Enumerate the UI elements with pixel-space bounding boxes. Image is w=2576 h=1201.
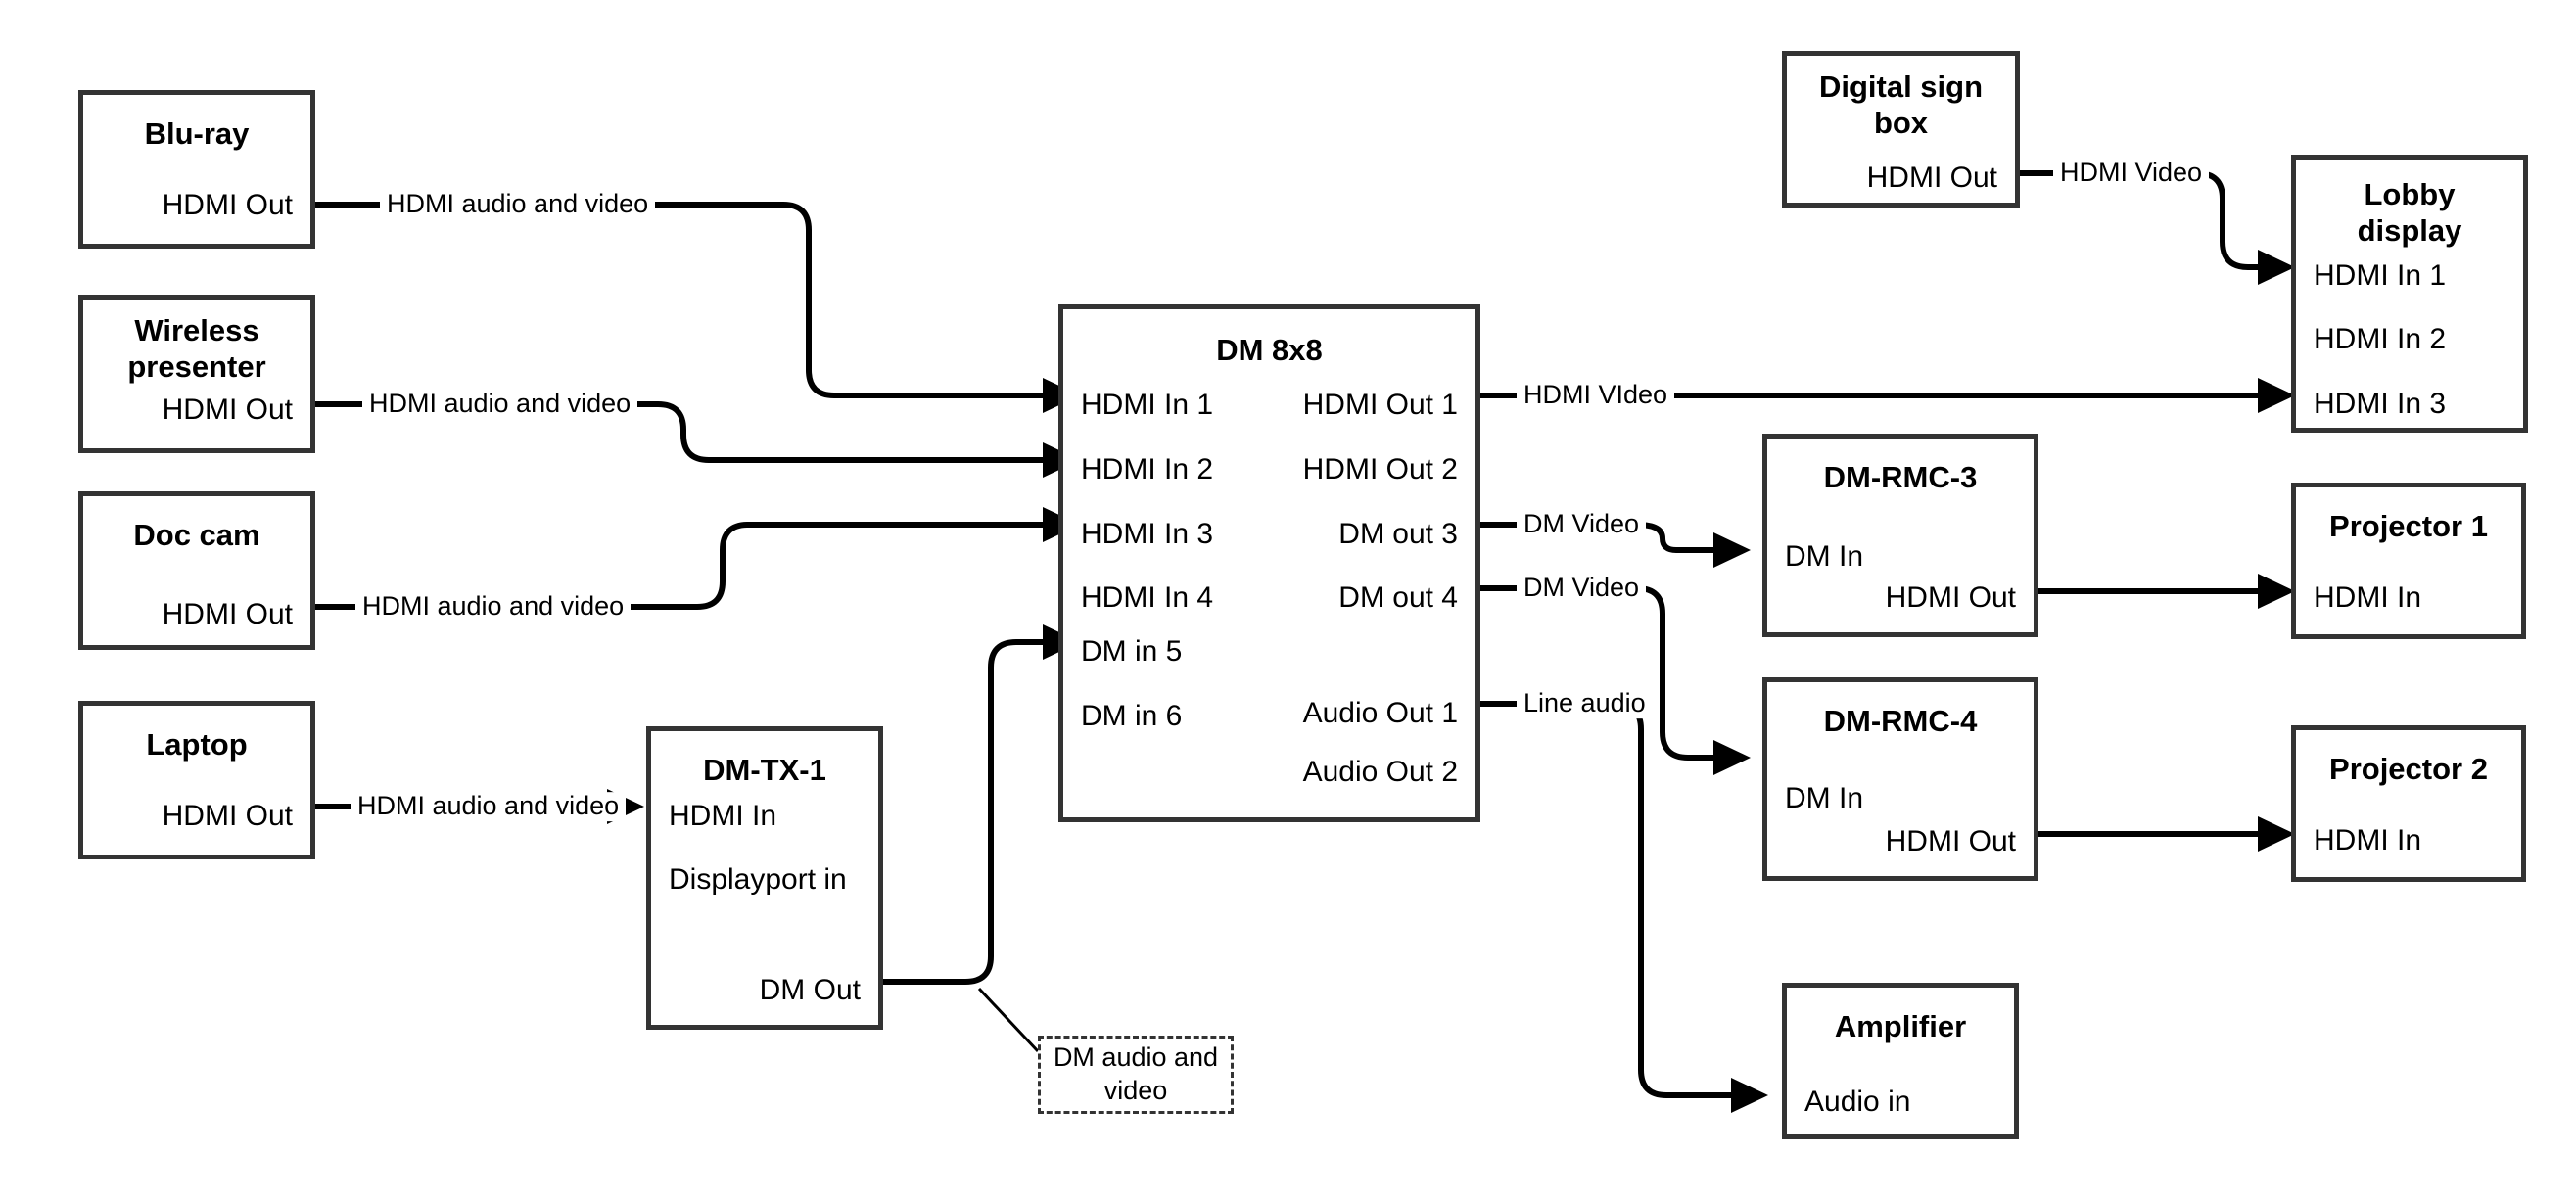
edge-label-dm-audio-amp: Line audio — [1517, 688, 1653, 718]
wire-tx-to-dm-in5 — [883, 639, 1043, 985]
node-doc-cam-title: Doc cam — [133, 518, 260, 552]
port-lobby-display-hdmi-in-3[interactable]: HDMI In 3 — [2314, 388, 2447, 420]
port-digital-sign-box-hdmi-out[interactable]: HDMI Out — [1866, 162, 1997, 194]
node-digital-sign-box-title-line2: box — [1873, 105, 1929, 140]
node-laptop[interactable]: Laptop HDMI Out — [78, 701, 315, 859]
node-wireless-presenter-title-line2: presenter — [127, 348, 266, 384]
wire-dm-out4-to-rmc4 — [1480, 585, 1713, 761]
edge-label-bluray-to-dm: HDMI audio and video — [380, 189, 656, 219]
node-wireless-presenter[interactable]: Wireless presenter HDMI Out — [78, 295, 315, 453]
port-dm-8x8-hdmi-out-1[interactable]: HDMI Out 1 — [1302, 389, 1458, 421]
node-dm-8x8-title: DM 8x8 — [1216, 333, 1323, 367]
port-dm-rmc-3-hdmi-out[interactable]: HDMI Out — [1885, 581, 2016, 614]
edge-label-dm-out1-lobby: HDMI VIdeo — [1517, 380, 1675, 410]
node-amplifier[interactable]: Amplifier Audio in — [1782, 983, 2019, 1139]
port-dm-8x8-dm-in-5[interactable]: DM in 5 — [1081, 635, 1183, 668]
wire-dm-audio-to-amp — [1480, 701, 1731, 1098]
callout-line1: DM audio and — [1053, 1042, 1219, 1073]
port-dm-8x8-hdmi-out-2[interactable]: HDMI Out 2 — [1302, 453, 1458, 485]
node-lobby-display[interactable]: Lobby display HDMI In 1 HDMI In 2 HDMI I… — [2291, 155, 2528, 433]
port-dm-8x8-hdmi-in-2[interactable]: HDMI In 2 — [1081, 453, 1214, 485]
port-dm-8x8-dm-in-6[interactable]: DM in 6 — [1081, 700, 1183, 732]
node-digital-sign-box-title: Digital sign box — [1787, 69, 2015, 141]
wire-bluray-to-dm-in1 — [315, 202, 1043, 398]
port-dm-8x8-dm-out-3[interactable]: DM out 3 — [1338, 518, 1458, 550]
node-wireless-presenter-title-line1: Wireless — [134, 313, 259, 347]
node-lobby-display-title: Lobby display — [2296, 177, 2523, 249]
node-blu-ray[interactable]: Blu-ray HDMI Out — [78, 90, 315, 249]
port-dm-rmc-3-dm-in[interactable]: DM In — [1785, 540, 1864, 573]
edge-label-dm-out4-rmc4: DM Video — [1517, 573, 1647, 603]
port-dm-rmc-4-hdmi-out[interactable]: HDMI Out — [1885, 825, 2016, 857]
node-laptop-title: Laptop — [146, 727, 248, 762]
arrowhead-amp-audio-in — [1731, 1078, 1768, 1113]
node-dm-rmc-4[interactable]: DM-RMC-4 DM In HDMI Out — [1762, 677, 2038, 881]
port-doc-cam-hdmi-out[interactable]: HDMI Out — [162, 598, 293, 630]
port-dm-8x8-dm-out-4[interactable]: DM out 4 — [1338, 581, 1458, 614]
port-dm-8x8-audio-out-1[interactable]: Audio Out 1 — [1302, 697, 1458, 729]
port-projector-1-hdmi-in[interactable]: HDMI In — [2314, 581, 2422, 614]
port-dm-tx-1-displayport-in[interactable]: Displayport in — [669, 863, 847, 896]
arrowhead-projector1-hdmi-in — [2258, 574, 2295, 609]
node-lobby-display-title-line1: Lobby — [2364, 177, 2456, 211]
port-dm-8x8-hdmi-in-3[interactable]: HDMI In 3 — [1081, 518, 1214, 550]
edge-label-doccam-to-dm: HDMI audio and video — [355, 591, 632, 622]
port-dm-tx-1-dm-out[interactable]: DM Out — [759, 974, 861, 1006]
port-laptop-hdmi-out[interactable]: HDMI Out — [162, 800, 293, 832]
edge-label-dm-out3-rmc3: DM Video — [1517, 509, 1647, 539]
node-amplifier-title: Amplifier — [1834, 1009, 1967, 1043]
edge-label-sign-to-lobby: HDMI Video — [2053, 158, 2210, 188]
node-dm-8x8[interactable]: DM 8x8 HDMI In 1 HDMI In 2 HDMI In 3 HDM… — [1058, 304, 1480, 822]
node-dm-tx-1[interactable]: DM-TX-1 HDMI In Displayport in DM Out — [646, 726, 883, 1030]
node-dm-rmc-3[interactable]: DM-RMC-3 DM In HDMI Out — [1762, 434, 2038, 637]
node-digital-sign-box-title-line1: Digital sign — [1818, 69, 1984, 104]
arrowhead-lobby-in1 — [2258, 250, 2295, 285]
wire-wireless-to-dm-in2 — [315, 401, 1043, 463]
port-dm-8x8-hdmi-in-4[interactable]: HDMI In 4 — [1081, 581, 1214, 614]
port-dm-rmc-4-dm-in[interactable]: DM In — [1785, 782, 1864, 814]
node-projector-1-title: Projector 1 — [2329, 509, 2488, 543]
wire-doccam-to-dm-in3 — [315, 522, 1043, 610]
callout-dm-audio-and-video: DM audio and video — [1038, 1036, 1234, 1114]
edge-label-laptop-to-tx: HDMI audio and video — [351, 791, 627, 821]
node-doc-cam[interactable]: Doc cam HDMI Out — [78, 491, 315, 650]
arrowhead-rmc4-dm-in — [1713, 740, 1751, 775]
port-wireless-presenter-hdmi-out[interactable]: HDMI Out — [162, 393, 293, 426]
port-dm-tx-1-hdmi-in[interactable]: HDMI In — [669, 800, 777, 832]
arrowhead-rmc3-dm-in — [1713, 532, 1751, 568]
arrowhead-projector2-hdmi-in — [2258, 816, 2295, 852]
node-projector-2[interactable]: Projector 2 HDMI In — [2291, 725, 2526, 882]
node-dm-rmc-4-title: DM-RMC-4 — [1823, 704, 1978, 738]
node-dm-rmc-3-title: DM-RMC-3 — [1823, 460, 1978, 494]
port-blu-ray-hdmi-out[interactable]: HDMI Out — [162, 189, 293, 221]
node-projector-2-title: Projector 2 — [2329, 752, 2488, 786]
port-projector-2-hdmi-in[interactable]: HDMI In — [2314, 824, 2422, 856]
node-wireless-presenter-title: Wireless presenter — [83, 313, 310, 385]
port-dm-8x8-audio-out-2[interactable]: Audio Out 2 — [1302, 756, 1458, 788]
node-blu-ray-title: Blu-ray — [144, 116, 250, 151]
node-digital-sign-box[interactable]: Digital sign box HDMI Out — [1782, 51, 2020, 208]
node-dm-tx-1-title: DM-TX-1 — [703, 753, 826, 787]
arrowhead-lobby-in3 — [2258, 378, 2295, 413]
edge-label-wireless-to-dm: HDMI audio and video — [362, 389, 638, 419]
callout-line2: video — [1103, 1076, 1168, 1105]
callout-dm-audio-and-video-text: DM audio and video — [1049, 1041, 1223, 1108]
node-lobby-display-title-line2: display — [2357, 212, 2462, 248]
leader-dm-audio-video-callout — [977, 987, 1040, 1053]
port-dm-8x8-hdmi-in-1[interactable]: HDMI In 1 — [1081, 389, 1214, 421]
node-projector-1[interactable]: Projector 1 HDMI In — [2291, 483, 2526, 639]
port-lobby-display-hdmi-in-1[interactable]: HDMI In 1 — [2314, 259, 2447, 292]
port-lobby-display-hdmi-in-2[interactable]: HDMI In 2 — [2314, 323, 2447, 355]
port-amplifier-audio-in[interactable]: Audio in — [1804, 1086, 1911, 1118]
wire-dm-out3-to-rmc3 — [1480, 522, 1713, 553]
